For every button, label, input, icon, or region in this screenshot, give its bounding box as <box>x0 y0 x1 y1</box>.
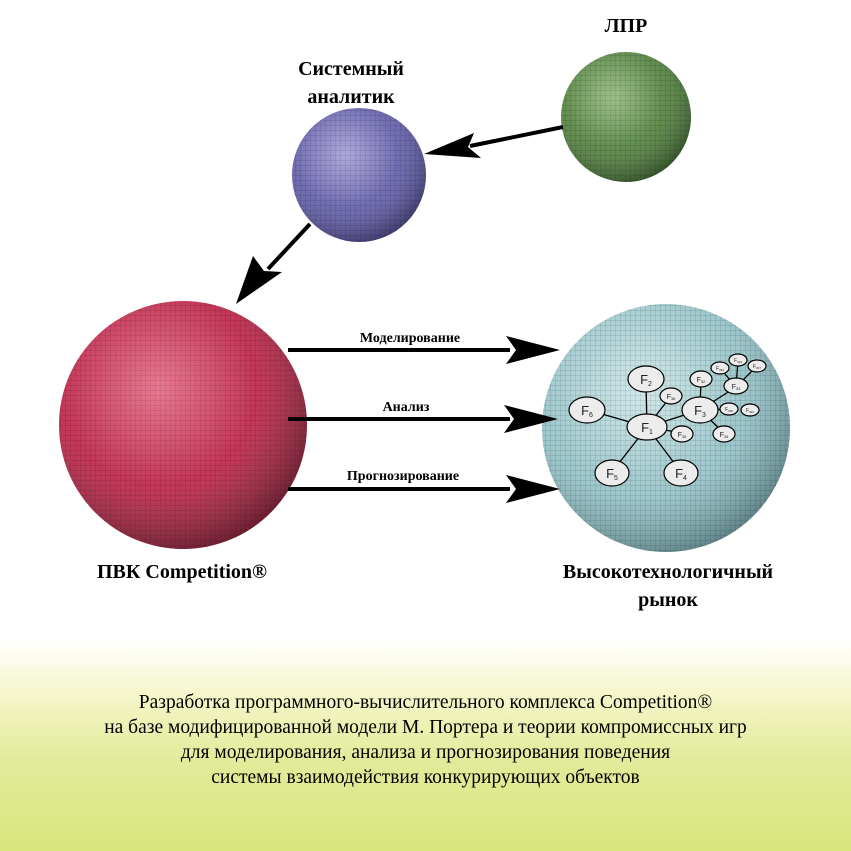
factor-f1 <box>626 413 668 441</box>
analyst-label-line1: Системный <box>298 58 404 80</box>
factor-f2 <box>627 365 665 393</box>
factor-label-f1: F1 <box>641 420 653 436</box>
factor-f3 <box>681 396 719 424</box>
arrow-analysis <box>288 405 558 433</box>
factor-f333 <box>728 353 748 367</box>
arrow-label-modeling: Моделирование <box>360 331 460 346</box>
factor-label-f36: F36 <box>667 394 677 401</box>
factor-label-f34: F34 <box>720 432 730 439</box>
factor-label-f337: F337 <box>753 364 761 370</box>
factor-f336 <box>740 403 760 417</box>
factor-f4 <box>663 459 699 487</box>
factor-label-f2: F2 <box>640 372 652 388</box>
arrow-lpr-to-analyst <box>424 125 564 158</box>
factor-f32 <box>689 370 713 388</box>
factor-label-f335: F335 <box>725 407 733 413</box>
pvk-label: ПВК Competition® <box>97 561 267 583</box>
factor-label-f334: F334 <box>716 366 724 372</box>
factor-label-f333: F333 <box>734 358 742 364</box>
factor-f36 <box>659 387 683 405</box>
caption-line-3: для моделирования, анализа и прогнозиров… <box>180 742 671 763</box>
arrow-label-forecasting: Прогнозирование <box>347 469 459 484</box>
arrow-label-analysis: Анализ <box>383 400 430 415</box>
pvk-sphere <box>59 301 307 549</box>
factor-f6 <box>568 396 606 424</box>
factor-f335 <box>719 402 739 416</box>
factor-f35 <box>670 425 694 443</box>
factor-f33 <box>723 377 749 395</box>
factor-label-f3: F3 <box>694 403 706 419</box>
caption: Разработка программного-вычислительного … <box>0 690 851 790</box>
analyst-label-line2: аналитик <box>307 86 395 108</box>
factor-f5 <box>594 459 630 487</box>
factor-f337 <box>747 359 767 373</box>
arrow-modeling <box>288 336 560 364</box>
market-label-line2: рынок <box>638 589 698 611</box>
factor-label-f4: F4 <box>675 466 687 482</box>
factor-f34 <box>712 425 736 443</box>
factor-f334 <box>710 361 730 375</box>
arrow-forecasting <box>288 475 560 503</box>
factor-label-f6: F6 <box>581 403 593 419</box>
factor-labels: F1 F2 F3 F4 F5 F6 F36 F35 F32 F33 F34 F3… <box>581 358 761 482</box>
caption-line-4: системы взаимодействия конкурирующих объ… <box>211 767 640 788</box>
lpr-label: ЛПР <box>605 15 648 37</box>
market-label-line1: Высокотехнологичный <box>563 561 773 583</box>
lpr-sphere <box>561 52 691 182</box>
factor-label-f35: F35 <box>678 432 688 439</box>
factor-label-f33: F33 <box>732 384 742 391</box>
factor-label-f5: F5 <box>606 466 618 482</box>
factor-label-f32: F32 <box>697 377 707 384</box>
caption-line-2: на базе модифицированной модели М. Порте… <box>104 717 747 738</box>
arrow-analyst-to-pvk <box>236 222 312 304</box>
caption-line-1: Разработка программного-вычислительного … <box>138 692 713 713</box>
factor-nodes <box>568 353 767 487</box>
analyst-sphere <box>292 108 426 242</box>
factor-label-f336: F336 <box>746 408 754 414</box>
